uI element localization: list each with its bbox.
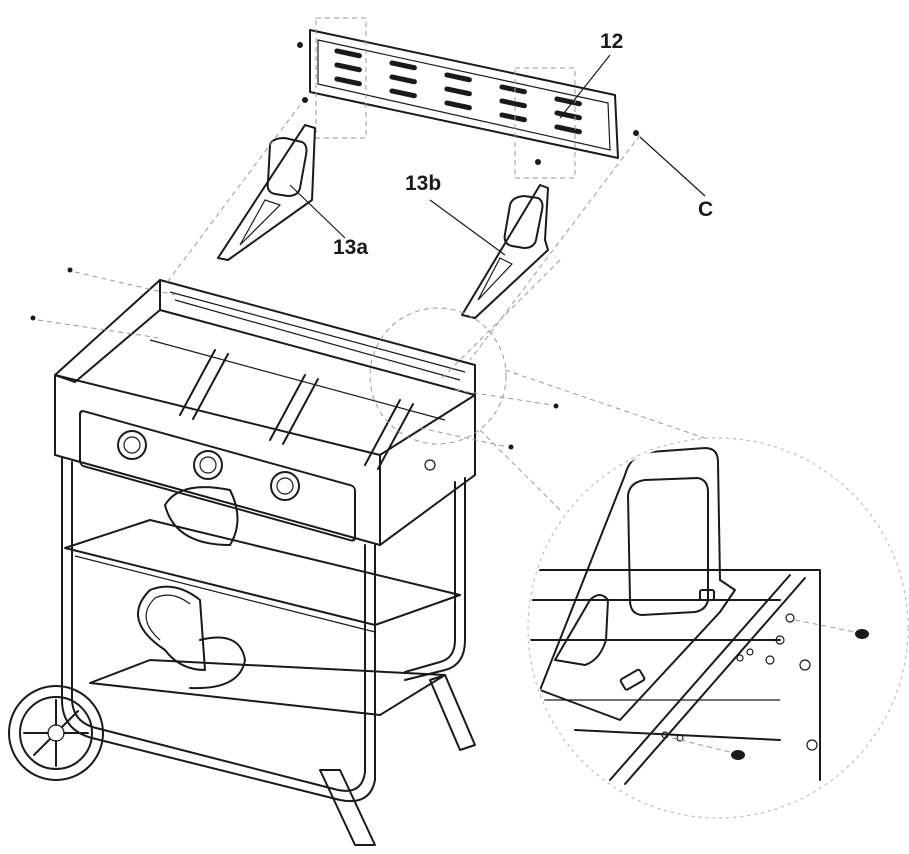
rear-vent-panel <box>309 17 619 179</box>
screw-c-icons <box>30 42 639 450</box>
vent-slots <box>334 48 582 135</box>
leader-13b <box>429 199 506 256</box>
callout-part-12: 12 <box>600 30 624 53</box>
bracket-13a <box>217 124 316 261</box>
assembly-guides <box>37 104 641 448</box>
leader-12 <box>559 54 611 119</box>
zoom-screw-icons <box>671 619 869 760</box>
wheel-icon <box>8 685 104 781</box>
grill-body <box>8 279 476 846</box>
callout-part-c: C <box>698 198 714 221</box>
leader-13a <box>289 184 346 239</box>
callout-part-13a: 13a <box>333 236 369 259</box>
bracket-13b <box>461 184 549 319</box>
leader-c <box>639 136 706 197</box>
callout-part-13b: 13b <box>405 172 442 195</box>
detail-magnifier <box>369 307 909 819</box>
